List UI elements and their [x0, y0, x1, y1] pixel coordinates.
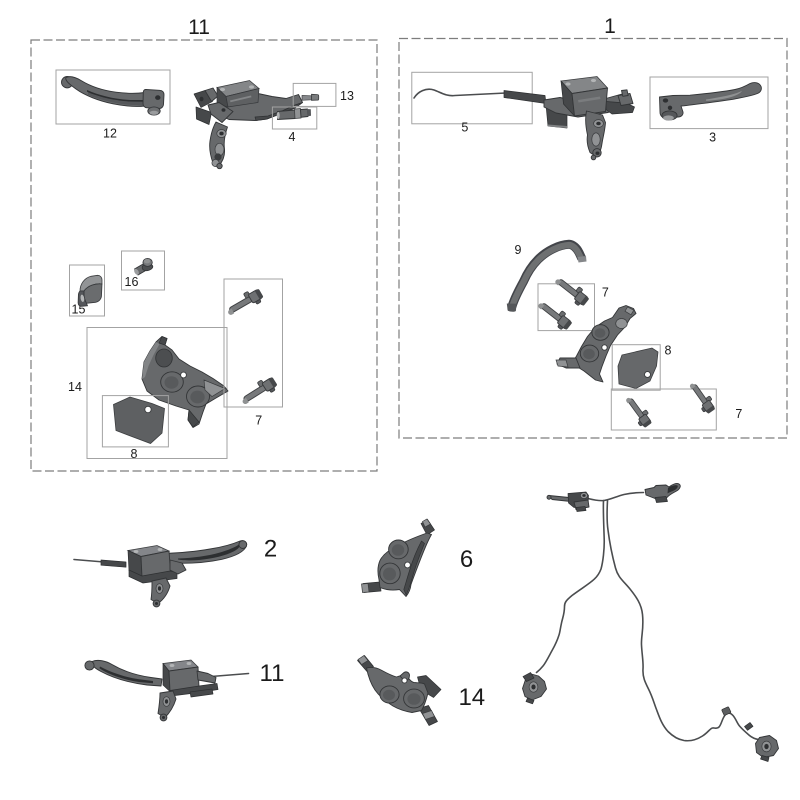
svg-text:1: 1 [604, 15, 616, 38]
svg-text:14: 14 [458, 684, 485, 711]
svg-text:7: 7 [602, 285, 609, 299]
svg-text:13: 13 [340, 89, 354, 103]
svg-text:12: 12 [103, 127, 117, 141]
svg-text:7: 7 [255, 413, 262, 427]
svg-text:8: 8 [665, 344, 672, 358]
svg-text:5: 5 [461, 121, 468, 135]
svg-text:2: 2 [264, 536, 277, 563]
svg-text:4: 4 [289, 130, 296, 144]
svg-text:3: 3 [709, 130, 716, 144]
svg-text:16: 16 [125, 275, 139, 289]
svg-text:11: 11 [260, 660, 285, 687]
svg-text:6: 6 [460, 546, 473, 573]
svg-text:9: 9 [515, 243, 522, 257]
svg-text:14: 14 [68, 380, 82, 394]
svg-text:8: 8 [131, 447, 138, 461]
svg-text:11: 11 [188, 16, 210, 39]
svg-text:7: 7 [735, 407, 742, 421]
